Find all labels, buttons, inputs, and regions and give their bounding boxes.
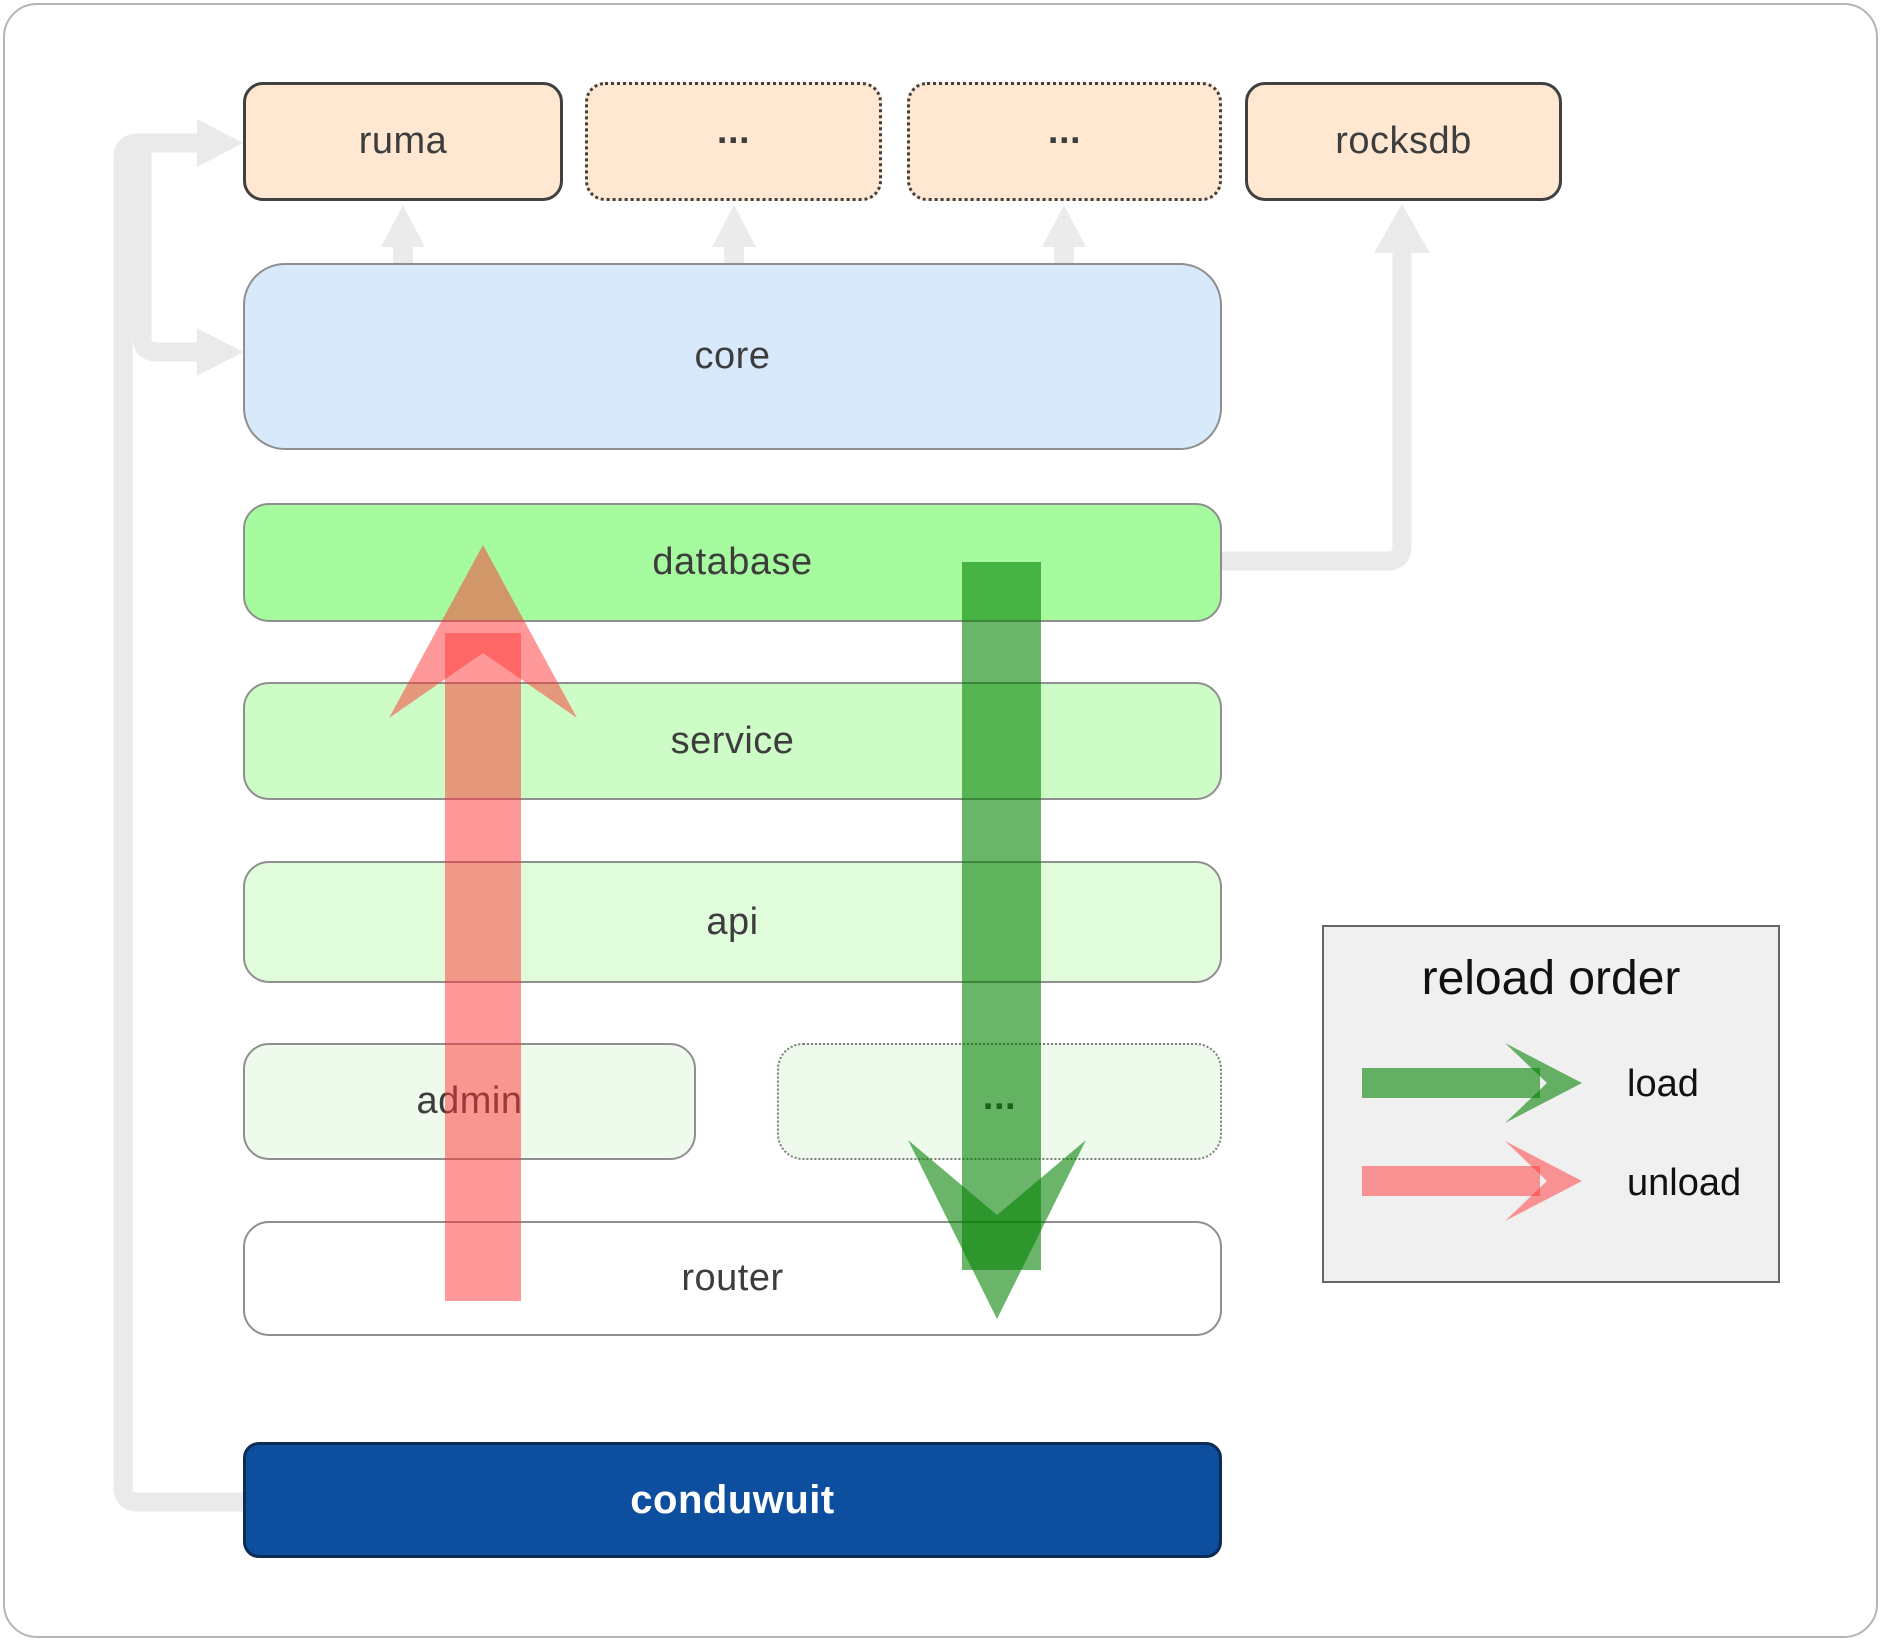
node-api: api — [243, 861, 1222, 983]
diagram-frame — [3, 3, 1878, 1638]
node-admin: admin — [243, 1043, 696, 1160]
legend-unload-label: unload — [1627, 1162, 1742, 1204]
node-ellipsis-top-1: ... — [585, 82, 882, 201]
node-core: core — [243, 263, 1222, 450]
node-service: service — [243, 682, 1222, 800]
ellipsis-label: ... — [1047, 110, 1082, 152]
legend-title: reload order — [1421, 952, 1681, 1005]
legend-load-label: load — [1627, 1063, 1699, 1105]
node-ruma: ruma — [243, 82, 563, 201]
node-database: database — [243, 503, 1222, 622]
node-ellipsis-top-2: ... — [907, 82, 1222, 201]
node-rocksdb: rocksdb — [1245, 82, 1562, 201]
node-ellipsis-mid: ... — [777, 1043, 1222, 1160]
ellipsis-label: ... — [716, 110, 751, 152]
node-conduwuit: conduwuit — [243, 1442, 1222, 1558]
node-router: router — [243, 1221, 1222, 1336]
ellipsis-label: ... — [982, 1076, 1017, 1118]
legend-box: reload order load unload — [1322, 925, 1780, 1283]
